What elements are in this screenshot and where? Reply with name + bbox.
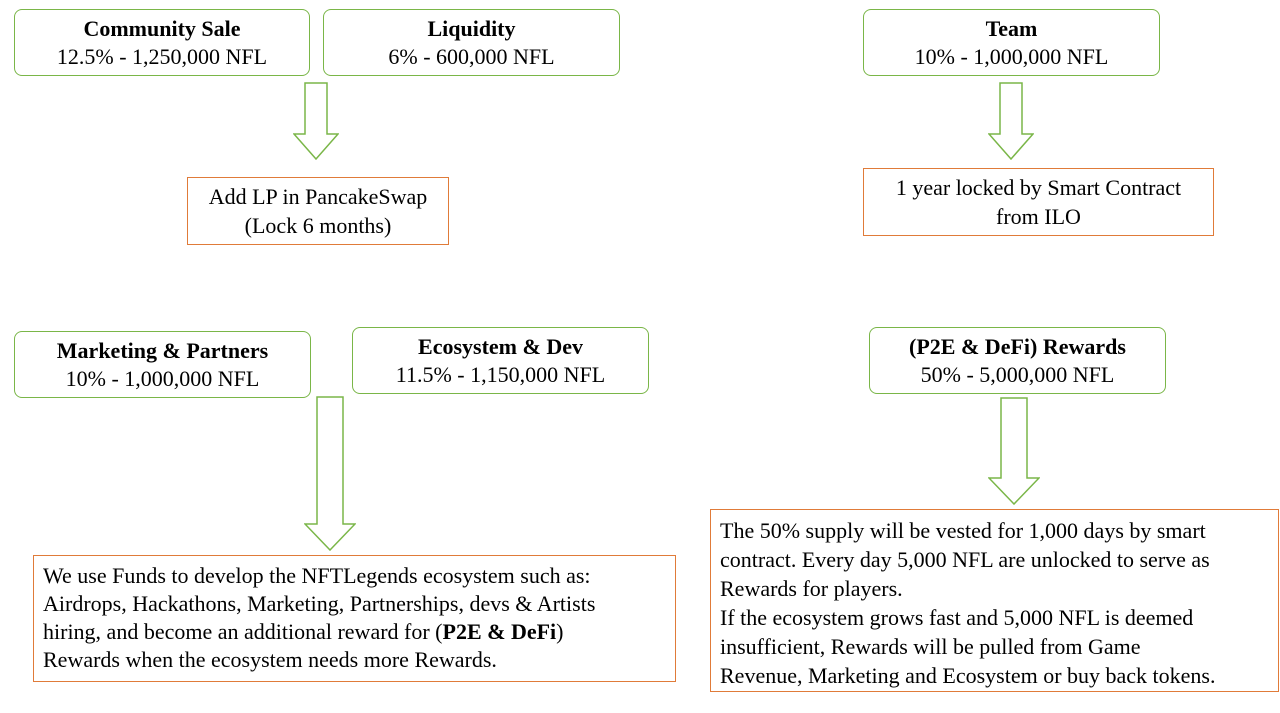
down-arrow-icon xyxy=(293,82,339,160)
vesting-note-box: The 50% supply will be vested for 1,000 … xyxy=(710,509,1279,692)
lp-note-line: Add LP in PancakeSwap xyxy=(208,184,428,209)
rewards-title: (P2E & DeFi) Rewards xyxy=(909,334,1126,359)
vesting-note-line: If the ecosystem grows fast and 5,000 NF… xyxy=(720,605,1194,630)
marketing-box: Marketing & Partners 10% - 1,000,000 NFL xyxy=(14,331,311,398)
rewards-value: 50% - 5,000,000 NFL xyxy=(920,361,1115,387)
community-sale-value: 12.5% - 1,250,000 NFL xyxy=(56,43,268,69)
lp-note-box: Add LP in PancakeSwap (Lock 6 months) xyxy=(187,177,449,245)
funds-note-text: hiring, and become an additional reward … xyxy=(43,619,443,644)
funds-note-line: Rewards when the ecosystem needs more Re… xyxy=(43,647,497,672)
vesting-note-line: contract. Every day 5,000 NFL are unlock… xyxy=(720,547,1210,572)
team-box: Team 10% - 1,000,000 NFL xyxy=(863,9,1160,76)
down-arrow-icon xyxy=(304,396,356,551)
liquidity-box: Liquidity 6% - 600,000 NFL xyxy=(323,9,620,76)
team-lock-note-line: 1 year locked by Smart Contract xyxy=(895,175,1182,200)
vesting-note-line: Revenue, Marketing and Ecosystem or buy … xyxy=(720,663,1216,688)
funds-note-emphasis: P2E & DeFi xyxy=(442,619,557,644)
down-arrow-icon xyxy=(988,82,1034,160)
ecosystem-box: Ecosystem & Dev 11.5% - 1,150,000 NFL xyxy=(352,327,649,394)
funds-note-text: ) xyxy=(556,619,564,644)
ecosystem-title: Ecosystem & Dev xyxy=(418,334,583,359)
rewards-box: (P2E & DeFi) Rewards 50% - 5,000,000 NFL xyxy=(869,327,1166,394)
community-sale-box: Community Sale 12.5% - 1,250,000 NFL xyxy=(14,9,310,76)
funds-note-box: We use Funds to develop the NFTLegends e… xyxy=(33,555,676,682)
down-arrow-icon xyxy=(988,397,1040,505)
liquidity-title: Liquidity xyxy=(427,16,516,41)
funds-note-line: hiring, and become an additional reward … xyxy=(43,618,666,646)
team-title: Team xyxy=(985,16,1038,41)
marketing-title: Marketing & Partners xyxy=(56,338,269,363)
ecosystem-value: 11.5% - 1,150,000 NFL xyxy=(395,361,606,387)
team-value: 10% - 1,000,000 NFL xyxy=(914,43,1109,69)
funds-note-line: We use Funds to develop the NFTLegends e… xyxy=(43,563,591,588)
vesting-note-line: insufficient, Rewards will be pulled fro… xyxy=(720,634,1141,659)
funds-note-line: Airdrops, Hackathons, Marketing, Partner… xyxy=(43,591,596,616)
team-lock-note-box: 1 year locked by Smart Contract from ILO xyxy=(863,168,1214,236)
vesting-note-line: The 50% supply will be vested for 1,000 … xyxy=(720,518,1206,543)
marketing-value: 10% - 1,000,000 NFL xyxy=(65,365,260,391)
lp-note-line: (Lock 6 months) xyxy=(244,213,392,238)
community-sale-title: Community Sale xyxy=(83,16,241,41)
vesting-note-line: Rewards for players. xyxy=(720,576,903,601)
team-lock-note-line: from ILO xyxy=(996,204,1081,229)
liquidity-value: 6% - 600,000 NFL xyxy=(388,43,555,69)
